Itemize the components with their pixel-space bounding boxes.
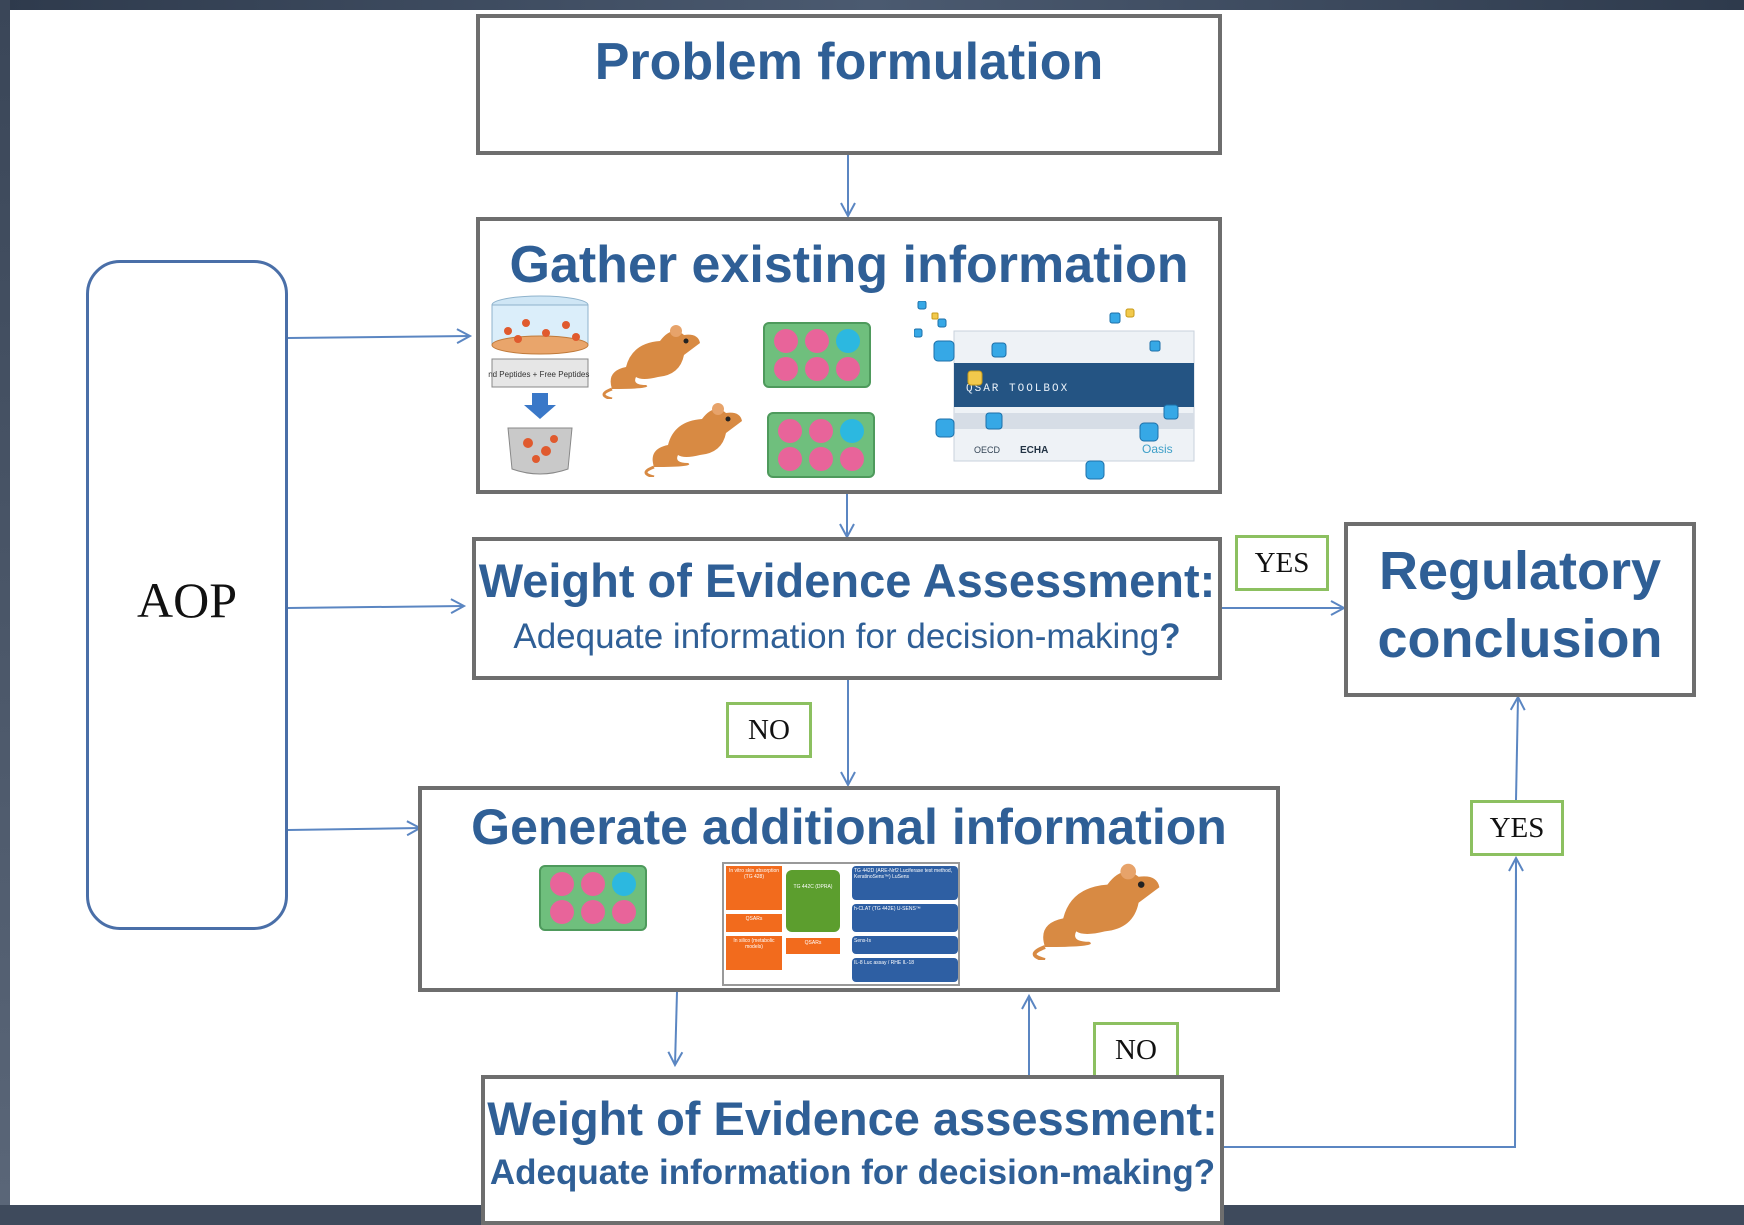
- gather-information-box: Gather existing information Bound Peptid…: [476, 217, 1222, 494]
- problem-formulation-box: Problem formulation: [476, 14, 1222, 155]
- gather-information-title: Gather existing information: [509, 236, 1189, 294]
- well-plate-icon: [539, 865, 647, 931]
- no-tag-woe1: NO: [726, 702, 812, 758]
- arrow-generate-to-woe2: [667, 991, 684, 1068]
- strategy-il8: IL-8 Luc assay / RHE IL-18: [852, 958, 958, 982]
- strategy-qsars-left: QSARs: [726, 914, 782, 932]
- arrow-aop-to-generate: [287, 820, 423, 837]
- peptide-tube-icon: Bound Peptides + Free Peptides + IS: [488, 295, 592, 475]
- no-tag-woe2: NO: [1093, 1022, 1179, 1078]
- strategy-dpra: TG 442C (DPRA): [786, 870, 840, 932]
- woe-assessment-final-box: Weight of Evidence assessment: Adequate …: [481, 1075, 1224, 1225]
- woe-assessment-box: Weight of Evidence Assessment: Adequate …: [472, 537, 1222, 680]
- regulatory-conclusion-line1: Regulatory: [1378, 541, 1662, 601]
- strategy-insilico: In silico (metabolic models): [726, 936, 782, 970]
- strategy-invitro: In vitro skin absorption (TG 428): [726, 866, 782, 910]
- slide-top-edge: [0, 0, 1744, 10]
- generate-information-title: Generate additional information: [471, 799, 1227, 855]
- qsar-banner-label: QSAR TOOLBOX: [966, 383, 1069, 395]
- rat-icon: [1032, 863, 1160, 960]
- strategy-keratinosens: TG 442D (ARE-Nrf2 Luciferase test method…: [852, 866, 958, 900]
- strategy-sensis: Sens-Is: [852, 936, 958, 954]
- yes-tag-woe1: YES: [1235, 535, 1329, 591]
- problem-formulation-title: Problem formulation: [594, 33, 1104, 91]
- woe-assessment-subtitle-mark: ?: [1159, 617, 1181, 656]
- qsar-toolbox-icon: QSAR TOOLBOX OECD ECHA Oasis: [914, 301, 1195, 480]
- woe-assessment-subtitle: Adequate information for decision-making…: [476, 617, 1218, 657]
- testing-strategy-icon: In vitro skin absorption (TG 428) QSARs …: [722, 862, 960, 986]
- aop-box: AOP: [86, 260, 288, 930]
- aop-label: AOP: [136, 572, 238, 628]
- rat-icon: [644, 403, 742, 477]
- arrow-yes2-to-regulatory: [1509, 694, 1526, 801]
- arrow-aop-to-gather: [287, 328, 473, 345]
- woe-assessment-title: Weight of Evidence Assessment:: [478, 554, 1216, 607]
- peptide-label: Bound Peptides + Free Peptides + IS: [488, 370, 592, 379]
- well-plate-icon: [767, 412, 875, 478]
- qsar-logo-oecd: OECD: [974, 445, 1001, 455]
- arrow-aop-to-woe1: [287, 598, 467, 615]
- connector-woe2-to-right: [1222, 859, 1517, 1148]
- qsar-logo-echa: ECHA: [1020, 445, 1048, 456]
- rat-icon: [602, 325, 700, 399]
- regulatory-conclusion-box: Regulatory conclusion: [1344, 522, 1696, 697]
- woe-assessment-subtitle-text: Adequate information for decision-making: [513, 617, 1160, 656]
- well-plate-icon: [763, 322, 871, 388]
- strategy-hclat: h-CLAT (TG 442E) U-SENS™: [852, 904, 958, 932]
- yes-tag-woe2: YES: [1470, 800, 1564, 856]
- strategy-qsars-middle: QSARs: [786, 938, 840, 954]
- slide-left-edge: [0, 0, 10, 1205]
- woe-assessment-final-title: Weight of Evidence assessment:: [487, 1092, 1218, 1145]
- generate-information-box: Generate additional information In vitro…: [418, 786, 1280, 992]
- regulatory-conclusion-line2: conclusion: [1377, 609, 1663, 669]
- woe-assessment-final-subtitle: Adequate information for decision-making…: [489, 1153, 1216, 1192]
- qsar-logo-oasis: Oasis: [1142, 442, 1173, 456]
